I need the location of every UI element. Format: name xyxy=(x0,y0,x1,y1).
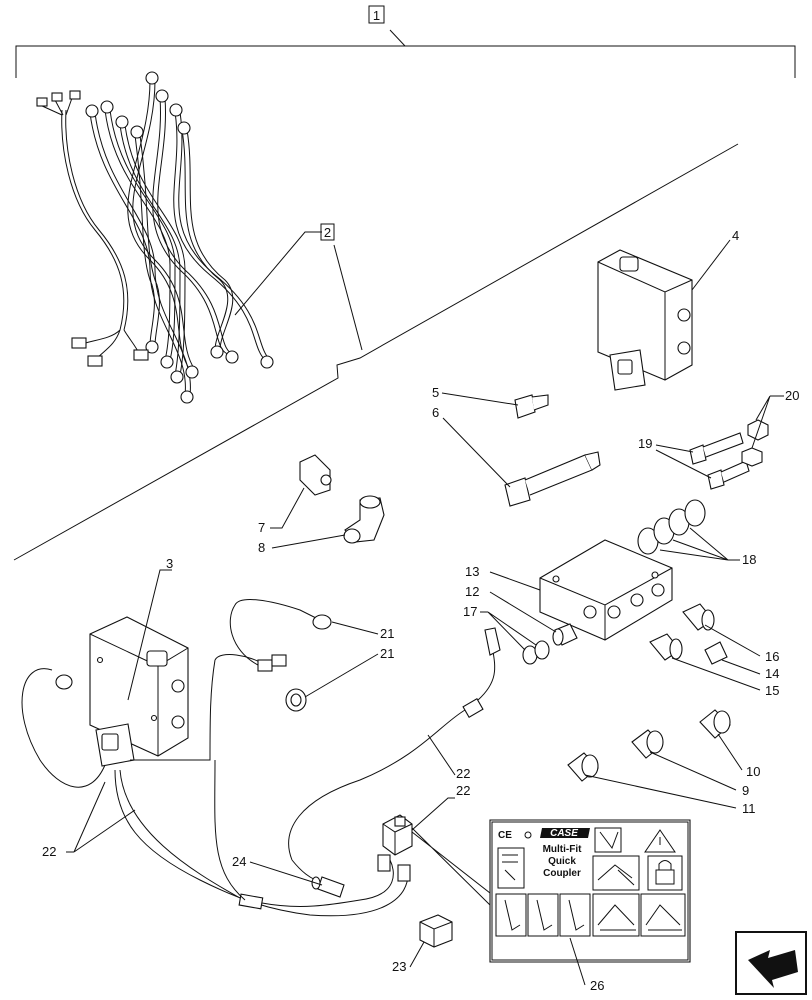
seals-17: 17 xyxy=(463,604,550,665)
decal-step3-icon xyxy=(559,893,591,937)
callout-8: 8 xyxy=(258,540,265,555)
callout-22-c: 22 xyxy=(42,844,56,859)
callout-26: 26 xyxy=(590,978,604,993)
callout-6: 6 xyxy=(432,405,439,420)
callout-2: 2 xyxy=(324,225,331,240)
decal-step4-icon xyxy=(592,893,640,937)
decal-pictogram-icon xyxy=(594,827,622,853)
next-page-arrow-icon[interactable] xyxy=(735,931,807,995)
callout-20: 20 xyxy=(785,388,799,403)
callout-group-2: 2 xyxy=(234,223,363,351)
plug-14: 14 xyxy=(704,641,779,681)
decal-step2-icon xyxy=(527,893,559,937)
kit-bracket: 1 xyxy=(15,5,796,78)
fitting-16: 16 xyxy=(682,603,779,664)
elbow-8: 8 xyxy=(258,495,385,555)
switch-23: 22 xyxy=(377,783,491,906)
callout-17: 17 xyxy=(463,604,477,619)
callout-16: 16 xyxy=(765,649,779,664)
cap-24: 23 xyxy=(392,914,453,974)
decal-step1-icon xyxy=(495,893,527,937)
decal-manual-icon xyxy=(497,847,525,889)
bolt-5: 5 xyxy=(432,385,549,419)
part-7: 7 xyxy=(258,454,332,535)
decal-step5-icon xyxy=(640,893,686,937)
callout-5: 5 xyxy=(432,385,439,400)
callout-18: 18 xyxy=(742,552,756,567)
callout-4: 4 xyxy=(732,228,739,243)
decal-line3: Coupler xyxy=(543,868,581,879)
decal-brand: CASE xyxy=(550,828,578,839)
callout-25: 24 xyxy=(232,854,246,869)
callout-22-a: 21 xyxy=(380,626,394,641)
callout-12: 12 xyxy=(465,584,479,599)
callout-9: 9 xyxy=(742,783,749,798)
callout-11: 11 xyxy=(742,801,756,816)
callout-10: 10 xyxy=(746,764,760,779)
callout-1: 1 xyxy=(373,8,380,23)
connector-25: 24 xyxy=(232,854,323,886)
callout-group-22-b: 22 xyxy=(427,734,470,781)
valve-block-4: 4 xyxy=(597,228,739,391)
callout-23: 22 xyxy=(456,783,470,798)
callout-22-b: 22 xyxy=(456,766,470,781)
callout-15: 15 xyxy=(765,683,779,698)
callout-13: 13 xyxy=(465,564,479,579)
callout-group-22-c: 22 xyxy=(42,781,136,859)
part-12: 12 xyxy=(465,584,578,646)
section-divider xyxy=(13,143,739,561)
fitting-9: 9 xyxy=(631,729,749,798)
fitting-11: 11 xyxy=(567,752,756,816)
callout-21: 21 xyxy=(380,646,394,661)
callout-14: 14 xyxy=(765,666,779,681)
callout-19: 19 xyxy=(638,436,652,451)
orings-18: 18 xyxy=(637,499,756,567)
valve-block-13: 13 xyxy=(465,539,673,641)
callout-24: 23 xyxy=(392,959,406,974)
fitting-15: 15 xyxy=(649,633,779,698)
decal-ce-mark: CE xyxy=(498,830,512,841)
hose-bundle xyxy=(36,71,274,404)
fitting-10: 10 xyxy=(699,709,760,779)
decal-line1: Multi-Fit xyxy=(543,844,583,855)
nuts-20: 20 xyxy=(741,388,799,467)
valve-block-3: 3 xyxy=(89,556,189,767)
sensor-21: 21 xyxy=(285,646,394,712)
decal-machine-icon xyxy=(592,855,640,891)
wiring-harness xyxy=(21,599,501,917)
decal-line2: Quick xyxy=(548,856,576,867)
callout-group-22: 21 xyxy=(331,621,394,641)
callout-7: 7 xyxy=(258,520,265,535)
bolts-19: 19 xyxy=(638,432,750,490)
bolt-6: 6 xyxy=(432,405,601,507)
decal-26: CE CASE Multi-Fit Quick Coupler 26 xyxy=(489,819,691,993)
callout-3: 3 xyxy=(166,556,173,571)
